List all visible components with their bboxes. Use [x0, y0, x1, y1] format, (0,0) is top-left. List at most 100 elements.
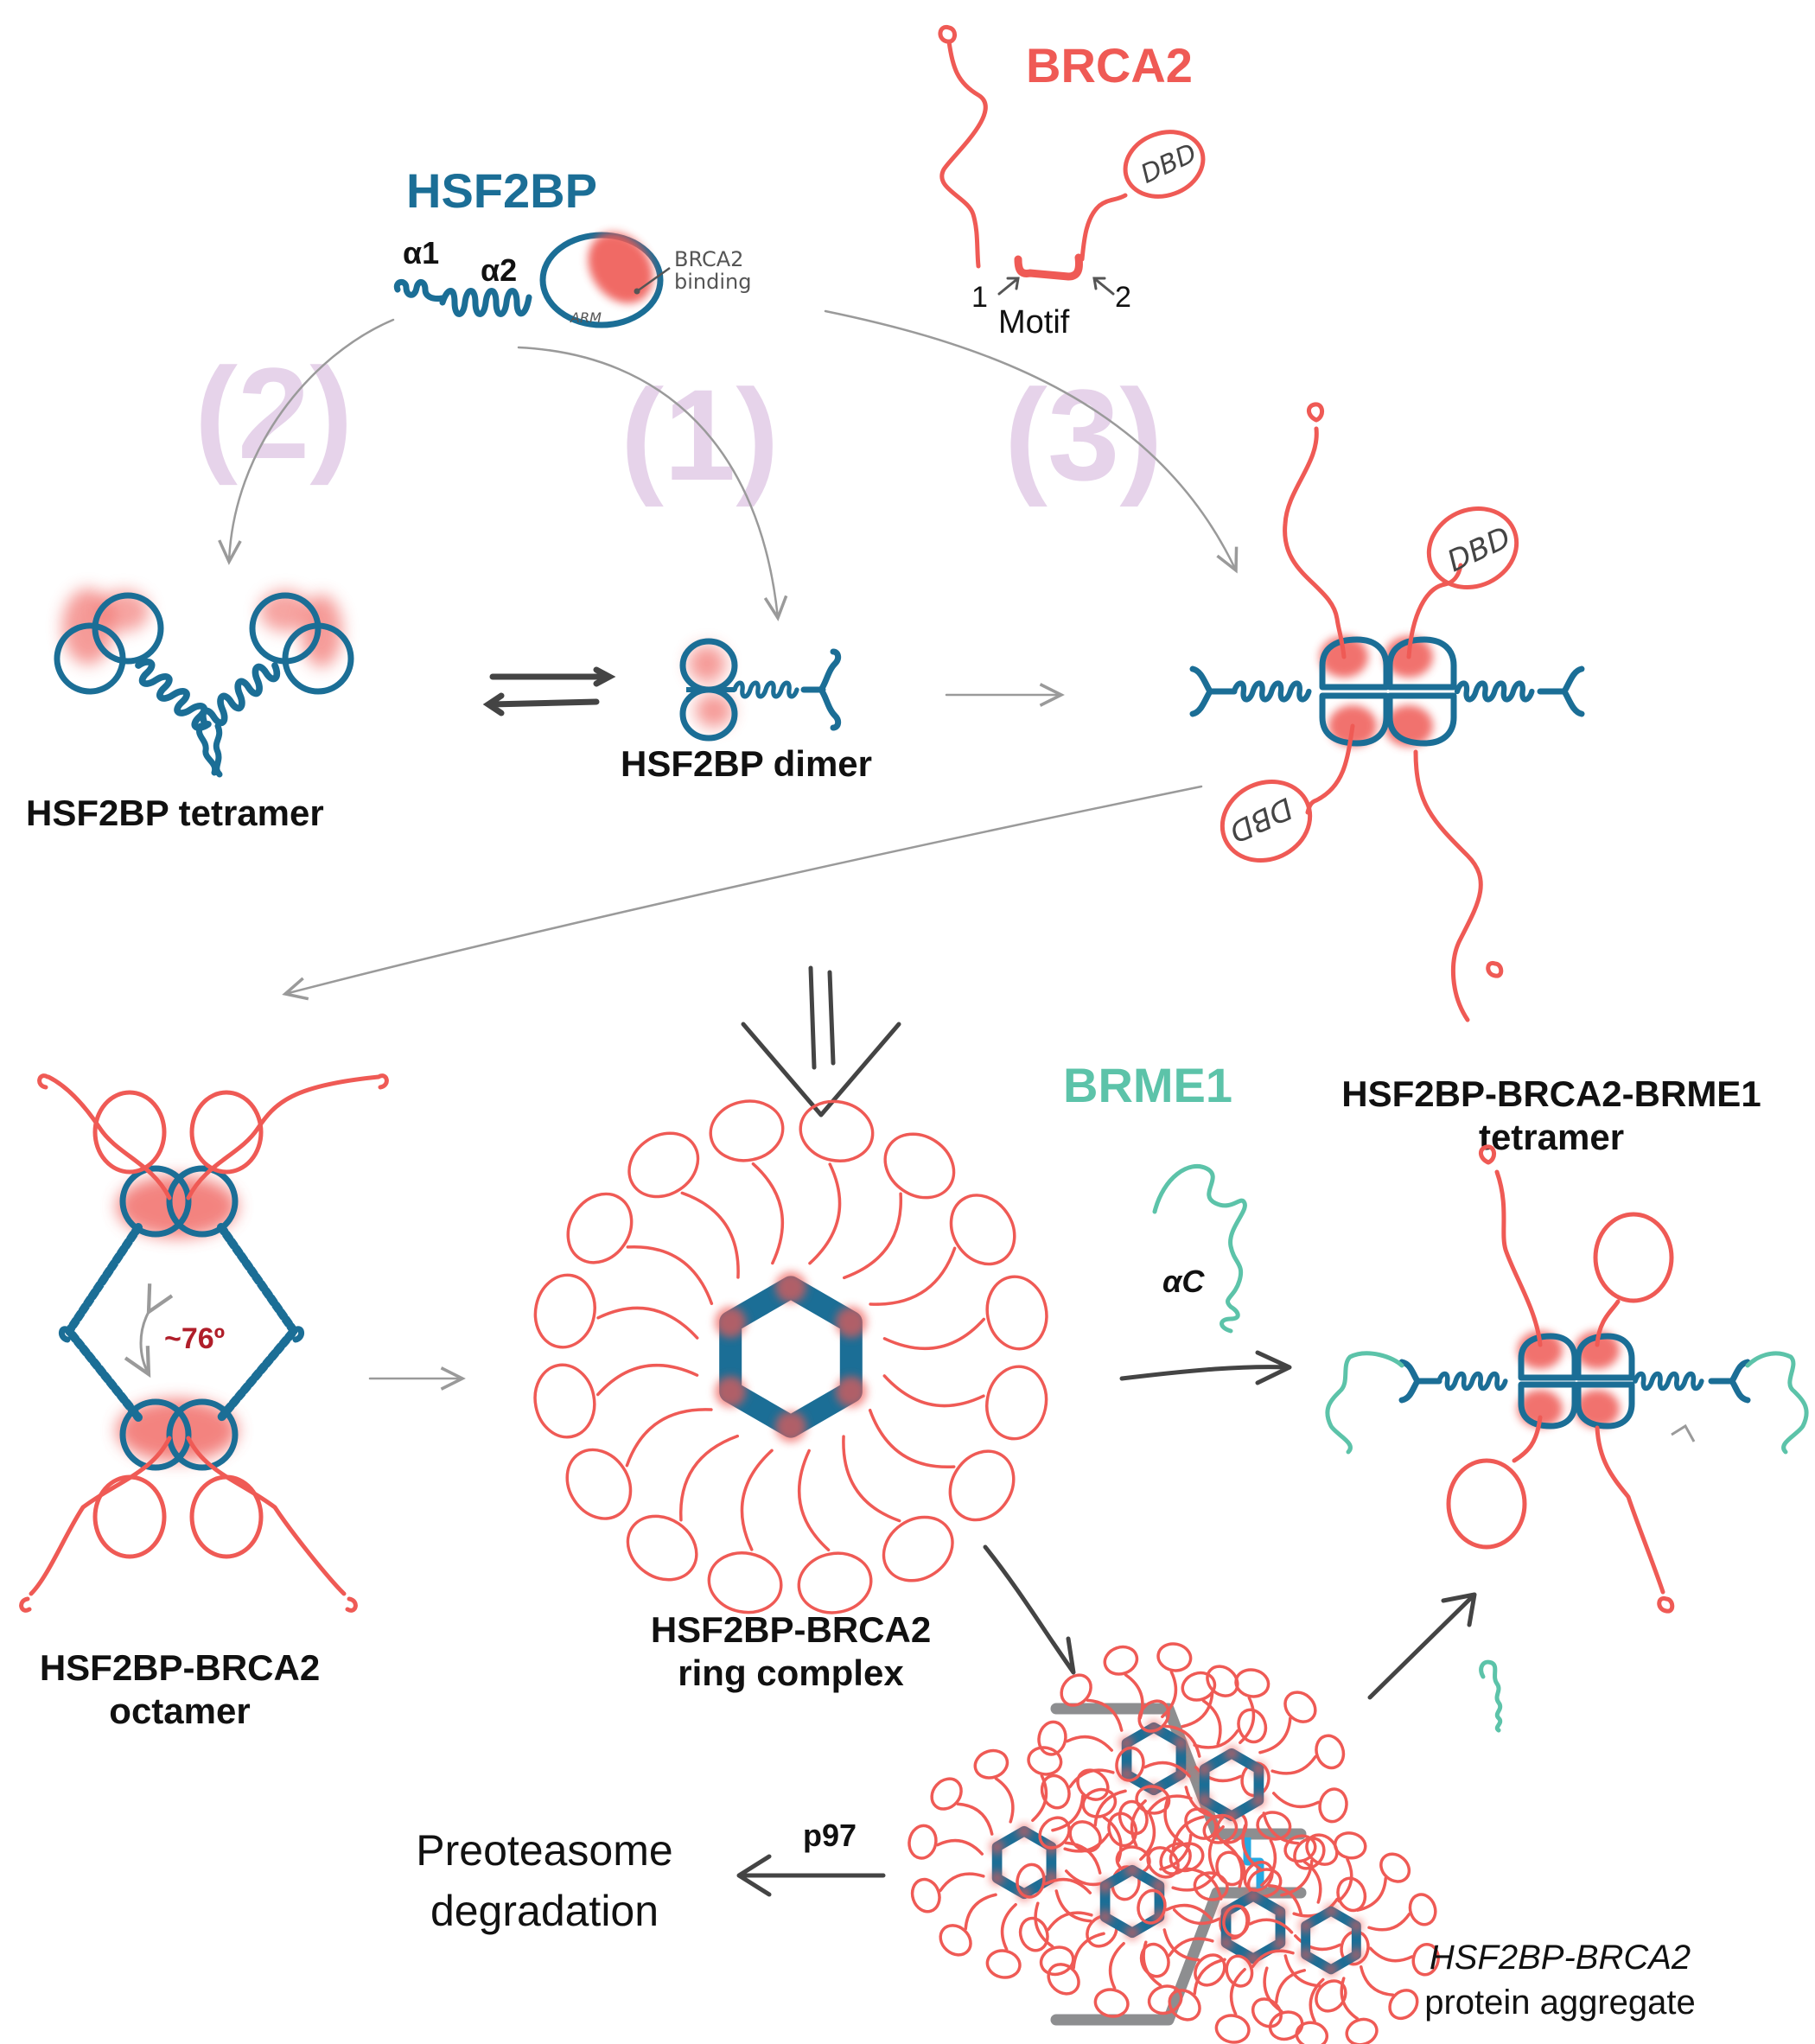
brca2-dbd-loop [985, 1365, 1048, 1441]
arrow-aggregate-to-brme1-tetramer [1367, 1592, 1477, 1700]
brca2-chain [798, 1449, 831, 1552]
arrow-pathway-1 [517, 346, 788, 621]
arm-domain-label: ARM [570, 309, 602, 326]
brca2-motif-linker [1014, 253, 1083, 281]
brca2-dbd-loop [939, 1924, 972, 1957]
hsf2bp-brca2-complex-structure: DBD DBD [1189, 402, 1585, 1022]
brca2-dbd-loop [627, 1131, 700, 1199]
brca2-dbd-loop [1295, 2021, 1329, 2044]
brca2-dbd-loop [1039, 1945, 1075, 1977]
brca2-chain [1267, 1883, 1302, 1916]
brca2-dbd-loop [1159, 1842, 1192, 1875]
brca2-dbd-loop [1345, 2017, 1379, 2044]
brca2-c-terminal-chain [1079, 193, 1128, 262]
brca2-dbd-loop [1115, 1746, 1145, 1782]
brca2-chain [868, 1408, 956, 1468]
aggregate-ring-6 [1222, 1831, 1440, 2044]
arrow-ring-to-brme1-tetramer [1119, 1350, 1292, 1385]
octamer-label-line2: octamer [109, 1691, 250, 1731]
brca2-chain [1193, 1729, 1239, 1749]
motif-label: Motif [998, 304, 1070, 341]
brca2-binding-annotation-line2: binding [674, 270, 751, 294]
degradation-label-line1: Preoteasome [416, 1826, 672, 1875]
brme1-tetramer-label-line1: HSF2BP-BRCA2-BRME1 [1341, 1073, 1761, 1114]
brca2-chain [1163, 1724, 1201, 1758]
brca2-chain [1271, 1792, 1321, 1809]
brca2-dbd-loop [1135, 1785, 1171, 1815]
brca2-fragment: BRCA2 DBD 1 2 Motif [938, 24, 1206, 341]
brca2-chain [679, 1434, 740, 1522]
brca2-chain [625, 1408, 713, 1468]
brca2-binding-blob [835, 1376, 867, 1408]
brca2-dbd-loop [799, 1099, 875, 1162]
brca2-chain [1229, 1967, 1246, 2016]
brca2-chain [964, 1893, 997, 1931]
brca2-dbd-loop [1388, 1989, 1419, 2021]
brca2-dbd-domain [1123, 130, 1206, 199]
brca2-n-terminal-chain [938, 24, 988, 269]
brca2-dbd-loop [883, 1132, 956, 1200]
brca2-dbd-loop [1256, 1811, 1292, 1841]
brca2-chain [1143, 1761, 1192, 1778]
brca2-dbd-loop [566, 1192, 634, 1264]
brme1-helix-label: αC [1162, 1264, 1205, 1299]
brca2-dbd-loop [1283, 1834, 1317, 1863]
brca2-binding-blob [1098, 1878, 1112, 1893]
brca2-dbd-loop [1060, 1673, 1092, 1707]
protein-aggregate-cluster [908, 1642, 1440, 2044]
brca2-binding-blob [1124, 1926, 1140, 1940]
brca2-chain [1274, 1969, 1307, 2004]
brca2-dbd-loop [1379, 1852, 1411, 1883]
brca2-chain [1241, 1824, 1262, 1870]
hsf2bp-dimer-structure [679, 638, 842, 742]
brca2-dbd-loop [1037, 1720, 1067, 1756]
brca2-chain [751, 1162, 784, 1265]
brca2-chain [1043, 1877, 1092, 1894]
arrow-pathway-3 [824, 309, 1239, 574]
brca2-chain [842, 1435, 901, 1523]
brca2-dbd-loop [1283, 1691, 1317, 1723]
brca2-binding-blob [1324, 1904, 1338, 1918]
brca2-dbd-loop [533, 1273, 596, 1349]
brca2-chain [994, 1777, 1015, 1824]
brca2-binding-blob [1299, 1948, 1313, 1962]
brca2-binding-blob [1324, 1963, 1338, 1977]
brca2-chain [680, 1191, 740, 1279]
brca2-chain [1201, 1699, 1222, 1746]
arrow-to-tetramer [482, 692, 600, 716]
brca2-chain [1000, 1902, 1017, 1952]
brca2-chain [1340, 1977, 1360, 2021]
brca2-chain [1072, 1932, 1105, 1970]
brca2-chain [1130, 1799, 1147, 1848]
brca2-dbd-loop [1214, 2014, 1251, 2044]
brca2-chain [1207, 1824, 1225, 1874]
brca2-chain [1309, 1977, 1325, 2023]
brca2-dbd-loop [1202, 1813, 1239, 1844]
membrane-top [1050, 1703, 1307, 1840]
brca2-chain [1248, 1918, 1294, 1934]
brca2-binding-blob [990, 1839, 1004, 1854]
brca2-binding-annotation-line1: BRCA2 [674, 247, 743, 271]
brca2-chain [1159, 1833, 1193, 1871]
brca2-chain [1065, 1735, 1114, 1752]
brca2-chain [1108, 1941, 1125, 1990]
aggregate-ring-2 [1037, 1642, 1270, 1875]
brca2-dbd-loop [1016, 1863, 1046, 1899]
brca2-chain [1102, 1816, 1123, 1863]
octamer-label-line1: HSF2BP-BRCA2 [40, 1647, 320, 1688]
brme1-chain-icon [1152, 1164, 1247, 1334]
brca2-chain [1239, 1696, 1256, 1745]
hsf2bp-brca2-octamer-structure: ~76º [19, 1073, 389, 1613]
brca2-chain [939, 1872, 985, 1893]
motif-1-arrow-icon [997, 277, 1020, 296]
brca2-binding-blob [1174, 1735, 1188, 1750]
brca2-binding-blob [1224, 1746, 1239, 1761]
hsf2bp-hexagonal-core [719, 1276, 863, 1438]
brca2-chain [740, 1449, 774, 1551]
motif-1-number: 1 [971, 281, 988, 314]
brca2-binding-blob [1098, 1910, 1112, 1925]
step-1-label: (1) [621, 362, 779, 507]
brca2-dbd-loop [565, 1448, 633, 1520]
hsf2bp-title: HSF2BP [406, 163, 597, 218]
brca2-chain [882, 1317, 986, 1350]
